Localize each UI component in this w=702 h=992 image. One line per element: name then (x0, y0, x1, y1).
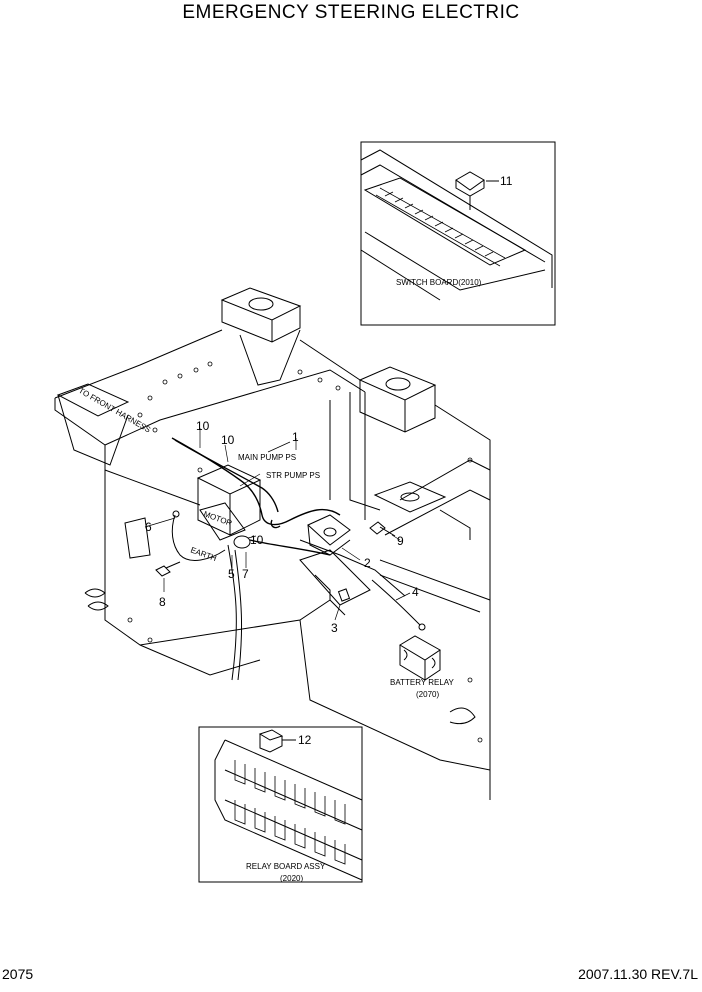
page-number: 2075 (2, 966, 34, 982)
bolt-8 (155, 561, 181, 577)
callout-9: 9 (397, 534, 404, 548)
relay-board-inset-frame (198, 726, 363, 883)
switch-board-inset-frame (360, 141, 556, 326)
bolt-9 (369, 521, 396, 537)
callout-12: 12 (298, 733, 312, 747)
label-battery-relay-ref: (2070) (416, 690, 439, 699)
callout-11: 11 (500, 174, 513, 188)
battery-relay (399, 635, 441, 681)
label-relay-board: RELAY BOARD ASSY (246, 862, 326, 871)
label-switch-board: SWITCH BOARD(2010) (396, 278, 482, 287)
callout-7: 7 (242, 567, 249, 581)
page-title: EMERGENCY STEERING ELECTRIC (182, 2, 520, 23)
callout-5: 5 (228, 567, 235, 581)
label-battery-relay: BATTERY RELAY (390, 678, 455, 687)
switch-board-drawing (360, 149, 553, 301)
callout-8: 8 (159, 595, 166, 609)
callout-10-b: 10 (221, 433, 235, 447)
label-front-harness: TO FRONT HARNESS (77, 386, 152, 435)
battery-cable (371, 579, 426, 631)
leader-lines (144, 428, 411, 621)
callout-6: 6 (145, 520, 152, 534)
callout-1: 1 (292, 430, 299, 444)
callout-3: 3 (331, 621, 338, 635)
callout-10-a: 10 (196, 419, 210, 433)
earth-cable (171, 510, 226, 561)
label-relay-board-ref: (2020) (280, 874, 303, 883)
label-str-pump-ps: STR PUMP PS (266, 471, 320, 480)
callout-2: 2 (364, 556, 371, 570)
label-motor: MOTOR (202, 509, 233, 528)
frame-structure (54, 287, 491, 800)
relay-board-drawing (214, 729, 363, 881)
callout-10-c: 10 (250, 533, 264, 547)
pressure-switch-bracket (299, 514, 406, 616)
harness-wiring (171, 437, 341, 556)
label-main-pump-ps: MAIN PUMP PS (238, 453, 296, 462)
callout-4: 4 (412, 585, 419, 599)
revision-date: 2007.11.30 REV.7L (578, 966, 698, 982)
